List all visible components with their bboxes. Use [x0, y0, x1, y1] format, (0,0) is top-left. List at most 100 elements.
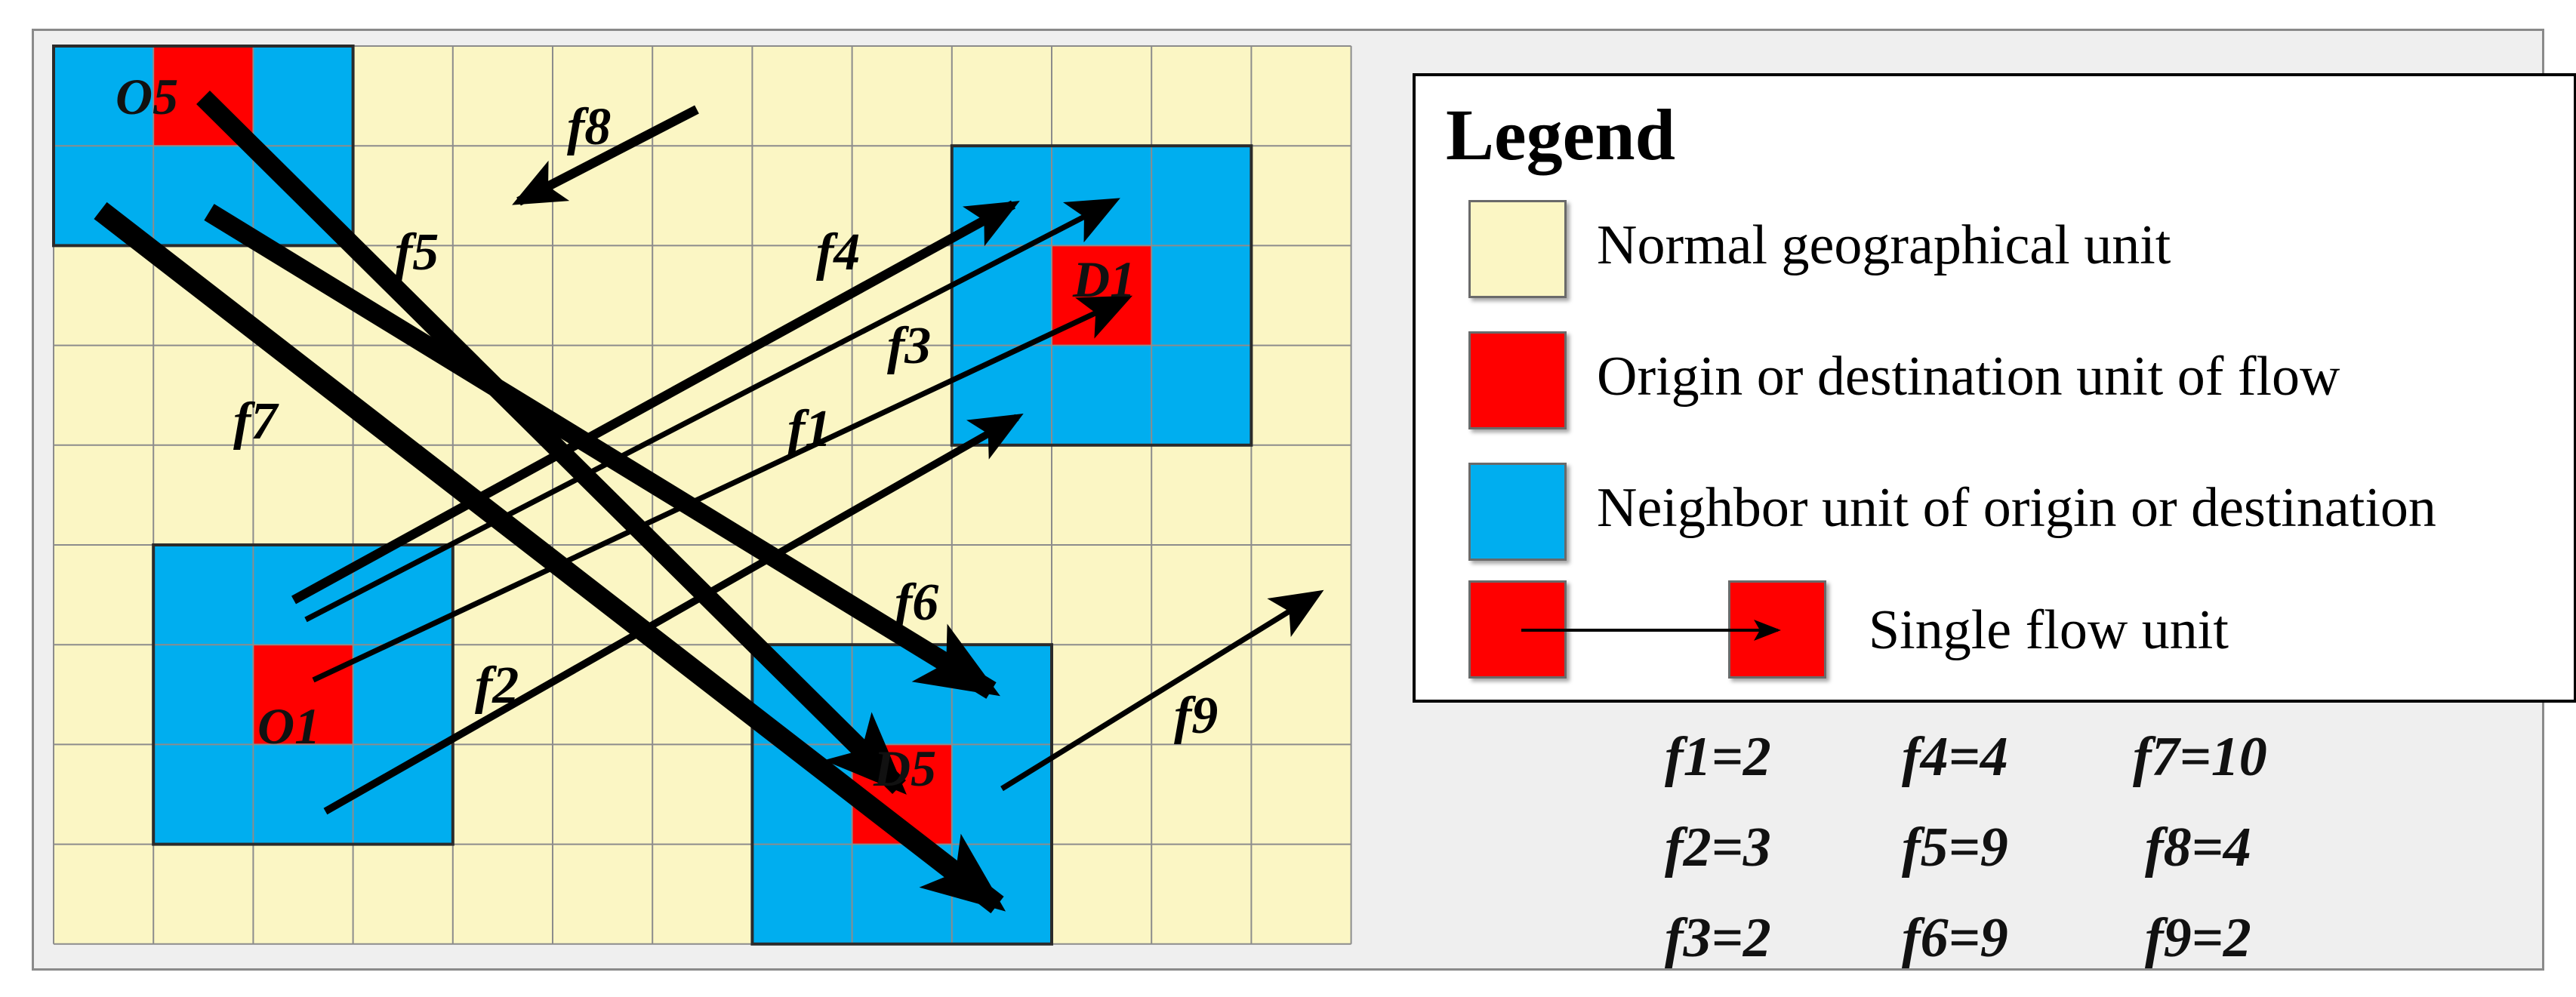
normal-cell	[752, 146, 852, 246]
normal-cell	[553, 46, 653, 146]
neighbor-cell	[752, 844, 852, 944]
neighbor-cell	[951, 744, 1052, 845]
normal-cell	[1251, 245, 1351, 346]
legend-label-neighbor: Neighbor unit of origin or destination	[1597, 477, 2436, 539]
unit-label-d5: D5	[873, 740, 936, 797]
legend-title: Legend	[1446, 94, 1676, 175]
legend-box: Legend Normal geographical unit Origin o…	[1413, 73, 2576, 703]
normal-cell	[1151, 445, 1252, 545]
normal-cell	[553, 245, 653, 346]
unit-label-o1: O1	[257, 697, 320, 755]
normal-cell	[652, 744, 753, 845]
flow-label-f3: f3	[887, 317, 931, 375]
normal-cell	[752, 445, 852, 545]
normal-cell	[1251, 545, 1351, 645]
neighbor-cell	[153, 744, 254, 845]
flow-value-f9: f9=2	[2145, 907, 2251, 969]
normal-cell	[752, 46, 852, 146]
neighbor-cell	[951, 645, 1052, 745]
normal-cell	[153, 844, 254, 944]
flow-f9-arrow	[1000, 589, 1324, 792]
normal-cell	[852, 345, 952, 445]
cluster-border-o5	[52, 45, 355, 248]
flow-label-f4: f4	[816, 223, 860, 282]
normal-cell	[1052, 744, 1152, 845]
legend-swatch-od	[1468, 331, 1567, 429]
normal-cell	[852, 146, 952, 246]
normal-cell	[54, 345, 154, 445]
cluster-border-d1	[950, 144, 1253, 447]
normal-cell	[1052, 844, 1152, 944]
neighbor-cell	[1052, 345, 1152, 445]
legend-label-normal: Normal geographical unit	[1597, 214, 2171, 276]
flow-grid-map: O5 D1 O1 D5 f8 f5 f4 f3 f7 f1 f6 f2 f9	[52, 45, 1352, 946]
normal-cell	[1251, 445, 1351, 545]
normal-cell	[452, 744, 553, 845]
neighbor-cell	[1151, 345, 1252, 445]
normal-cell	[54, 645, 154, 745]
flow-f3-arrow	[304, 198, 1120, 623]
normal-cell	[1251, 46, 1351, 146]
flow-label-f9: f9	[1174, 687, 1218, 745]
normal-cell	[1251, 744, 1351, 845]
flow-value-f8: f8=4	[2145, 817, 2251, 879]
normal-cell	[1151, 844, 1252, 944]
normal-cell	[1251, 645, 1351, 745]
flow-value-f4: f4=4	[1902, 726, 2008, 788]
flow-value-f1: f1=2	[1665, 726, 1771, 788]
flow-f7-arrow	[94, 202, 1006, 914]
od-cell	[253, 645, 353, 745]
grid-cells	[54, 46, 1351, 944]
flow-label-f2: f2	[475, 657, 519, 715]
legend-label-od: Origin or destination unit of flow	[1597, 346, 2340, 408]
normal-cell	[452, 844, 553, 944]
normal-cell	[652, 46, 753, 146]
normal-cell	[951, 445, 1052, 545]
flow-f1-arrow	[312, 295, 1133, 683]
normal-cell	[54, 445, 154, 545]
single-flow-arrow-icon	[1521, 620, 1781, 641]
normal-cell	[54, 844, 154, 944]
flow-f6-arrow	[204, 204, 1000, 699]
normal-cell	[1052, 445, 1152, 545]
normal-cell	[1151, 645, 1252, 745]
normal-cell	[1251, 146, 1351, 246]
normal-cell	[1151, 46, 1252, 146]
neighbor-cell	[253, 744, 353, 845]
flow-value-f5: f5=9	[1902, 817, 2008, 879]
normal-cell	[553, 844, 653, 944]
normal-cell	[153, 445, 254, 545]
flow-f2-arrow	[323, 414, 1024, 815]
diagram-panel: O5 D1 O1 D5 f8 f5 f4 f3 f7 f1 f6 f2 f9 L…	[32, 29, 2576, 971]
normal-cell	[353, 146, 453, 246]
flow-f4-arrow	[291, 200, 1020, 605]
neighbor-cell	[153, 645, 254, 745]
normal-cell	[951, 46, 1052, 146]
flow-label-f7: f7	[233, 392, 279, 451]
flow-value-f6: f6=9	[1902, 907, 2008, 969]
normal-cell	[353, 46, 453, 146]
neighbor-cell	[1052, 146, 1152, 246]
flow-label-f8: f8	[567, 98, 611, 156]
cluster-border-o1	[152, 543, 454, 846]
normal-cell	[54, 744, 154, 845]
normal-cell	[253, 844, 353, 944]
normal-cell	[652, 146, 753, 246]
flow-label-f1: f1	[787, 400, 831, 458]
normal-cell	[153, 345, 254, 445]
normal-cell	[652, 245, 753, 346]
flow-value-f3: f3=2	[1665, 907, 1771, 969]
neighbor-cell	[54, 46, 154, 146]
normal-cell	[353, 844, 453, 944]
neighbor-cell	[1151, 146, 1252, 246]
normal-cell	[852, 46, 952, 146]
normal-cell	[54, 245, 154, 346]
normal-cell	[1251, 844, 1351, 944]
normal-cell	[452, 545, 553, 645]
unit-label-d1: D1	[1072, 251, 1135, 308]
neighbor-cell	[353, 744, 453, 845]
flow-f5-arrow	[196, 90, 907, 795]
legend-swatch-normal	[1468, 200, 1567, 298]
normal-cell	[1151, 545, 1252, 645]
normal-cell	[652, 844, 753, 944]
